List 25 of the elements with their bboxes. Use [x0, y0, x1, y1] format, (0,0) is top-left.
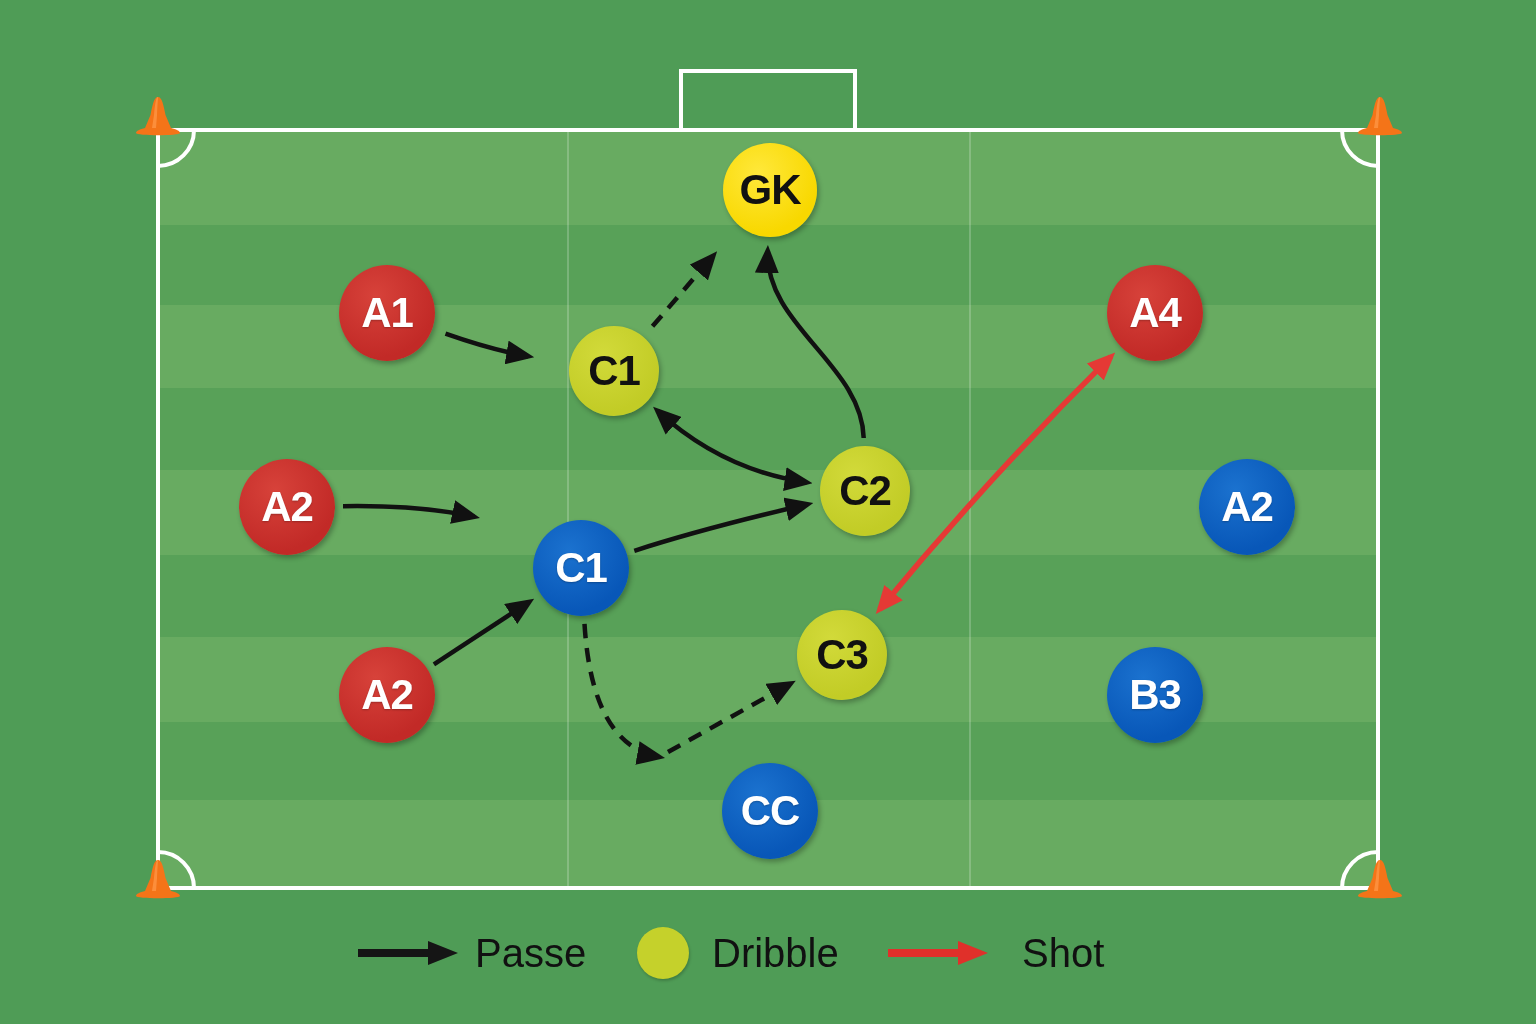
player-label: C1	[588, 350, 640, 392]
player-label: A2	[1221, 486, 1273, 528]
dashed-arrow	[666, 680, 796, 754]
player-label: A1	[361, 292, 413, 334]
dashed-arrow	[582, 623, 665, 764]
player-label: C1	[555, 547, 607, 589]
player-label: GK	[739, 169, 801, 211]
player-label: A2	[361, 674, 413, 716]
arrow	[757, 245, 866, 439]
arrow	[444, 331, 535, 365]
double-headed-arrow	[875, 352, 1116, 615]
legend-label: Shot	[1022, 930, 1105, 977]
arrow	[432, 598, 535, 667]
player-label: C2	[839, 470, 891, 512]
dashed-arrow	[650, 251, 718, 328]
player-label: CC	[740, 790, 800, 832]
legend-label: Passe	[475, 930, 587, 977]
double-headed-arrow	[653, 406, 813, 491]
player-label: C3	[816, 634, 868, 676]
player-label: A4	[1129, 292, 1181, 334]
player-label: B3	[1129, 674, 1181, 716]
legend-label: Dribble	[712, 930, 839, 977]
arrow	[342, 500, 480, 525]
arrow	[633, 497, 814, 553]
player-label: A2	[261, 486, 313, 528]
